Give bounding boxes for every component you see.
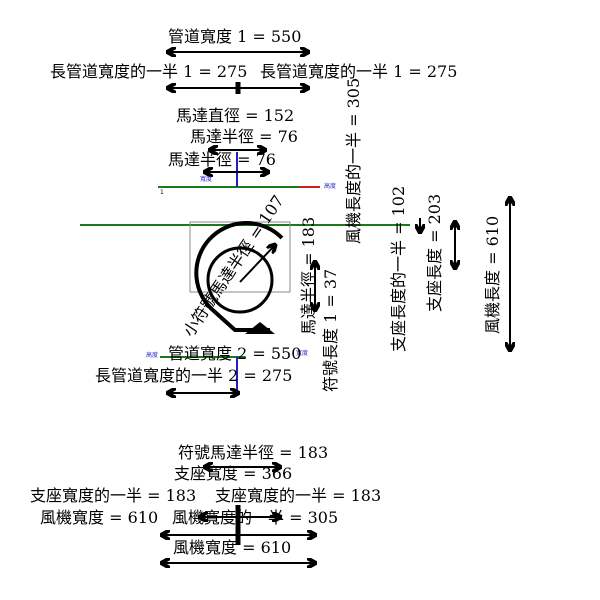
dim-support-width-half[interactable]: 支座寬度的一半 = 183 [215,486,382,505]
dim-support-length-half[interactable]: 支座長度的一半 = 102 [389,185,408,352]
ref-plane-label-width-bottom: 寬度 [296,350,309,357]
dim-pipe-width-1[interactable]: 管道寬度 1 = 550 [168,27,302,46]
dim-long-pipe-half-1-hidden[interactable]: 長管道寬度的一半 1 = 275 [50,62,248,81]
motor-circle [206,246,274,314]
ref-plane-label-width: 寬度 [200,176,213,183]
dim-motor-radius-b[interactable]: 馬達半徑 = 76 [168,150,276,169]
dim-long-pipe-half-1[interactable]: 長管道寬度的一半 1 = 275 [260,62,458,81]
dim-symbol-length-1[interactable]: 符號長度 1 = 37 [321,268,340,392]
dim-fan-length-half[interactable]: 風機長度的一半 = 305 [344,77,363,244]
dim-pipe-width-2[interactable]: 管道寬度 2 = 550 [168,344,302,363]
dim-motor-diameter[interactable]: 馬達直徑 = 152 [176,106,295,125]
dim-fan-length[interactable]: 風機長度 = 610 [483,215,502,334]
ref-plane-label-height-bottom: 高度 [146,352,159,359]
fan-housing-arc [194,221,284,332]
dim-long-pipe-half-2[interactable]: 長管道寬度的一半 2 = 275 [95,366,293,385]
dim-fan-width-half[interactable]: 風機寬度的一半 = 305 [172,508,339,527]
dim-symbol-motor-radius[interactable]: 符號馬達半徑 = 183 [178,443,329,462]
dimension-lines [162,52,510,563]
ref-plane-label-height: 高度 [324,183,337,190]
fan-base [245,322,275,334]
dim-support-width[interactable]: 支座寬度 = 366 [174,464,293,483]
dim-fan-width[interactable]: 風機寬度 = 610 [173,538,292,557]
dim-motor-radius-183[interactable]: 馬達半徑 = 183 [299,216,318,335]
dim-fan-width-hidden[interactable]: 風機寬度 = 610 [40,508,159,527]
ref-plane-label-1: 1 [160,189,164,196]
dim-motor-radius-a[interactable]: 馬達半徑 = 76 [190,127,298,146]
dim-support-width-half-hidden[interactable]: 支座寬度的一半 = 183 [30,486,197,505]
dim-support-length[interactable]: 支座長度 = 203 [425,193,444,312]
